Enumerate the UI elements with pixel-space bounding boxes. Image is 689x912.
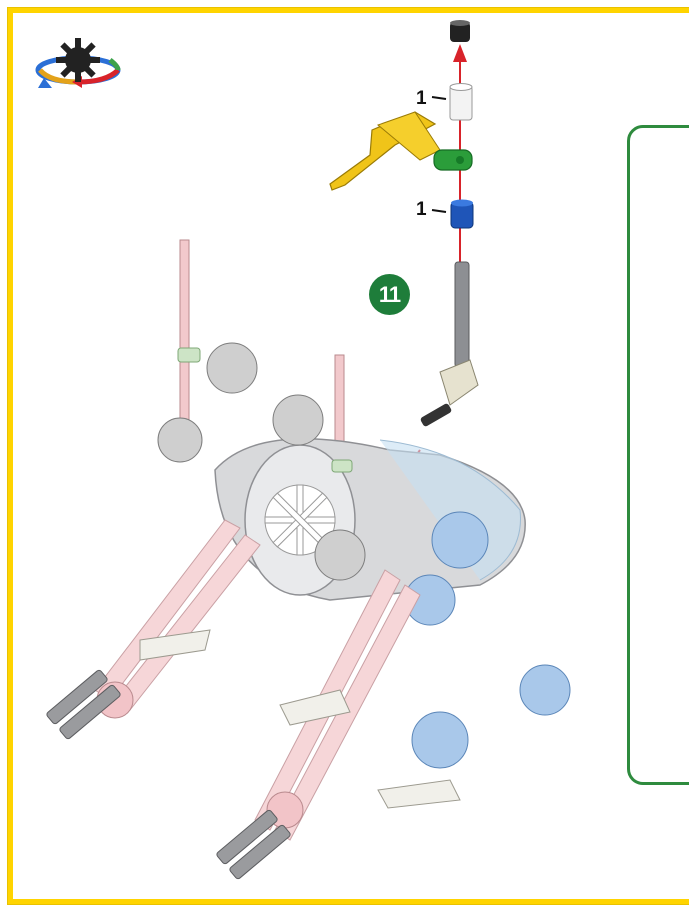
blue-spacer-icon	[451, 200, 473, 229]
step-number-badge: 11	[369, 274, 410, 315]
white-spacer-icon	[450, 84, 472, 121]
part-quantity-white-spacer: 1	[416, 89, 427, 109]
arrow-head-up	[453, 44, 467, 62]
connector-yellow-icon	[330, 112, 472, 190]
grey-rod-icon	[420, 262, 478, 427]
part-quantity-blue-spacer: 1	[416, 200, 427, 220]
rotate-model-icon	[38, 38, 118, 88]
model-body	[46, 240, 570, 880]
black-cap-icon	[450, 20, 470, 42]
